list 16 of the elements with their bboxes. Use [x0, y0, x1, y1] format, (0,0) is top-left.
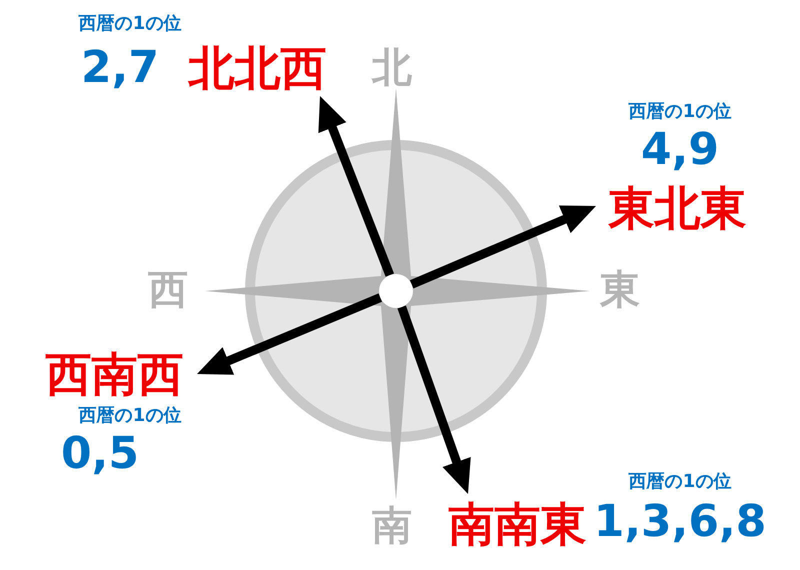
year-digits: 0,5	[60, 428, 140, 480]
direction-label: 北北西	[175, 38, 340, 98]
center-circle	[379, 274, 413, 308]
direction-label: 東北東	[595, 178, 760, 238]
year-digit-caption: 西暦の1の位	[628, 470, 732, 494]
year-digit-caption: 西暦の1の位	[78, 12, 182, 36]
compass-direction-label: 南	[372, 502, 412, 550]
direction-label: 西南西	[32, 344, 197, 404]
year-digits: 4,9	[640, 124, 720, 176]
direction-label: 南南東	[435, 494, 600, 554]
year-digits: 2,7	[80, 41, 160, 95]
year-digit-caption: 西暦の1の位	[78, 404, 182, 428]
compass-direction-label: 北	[372, 44, 412, 92]
year-digit-caption: 西暦の1の位	[628, 100, 732, 124]
compass-direction-label: 西	[148, 266, 188, 314]
compass-direction-label: 東	[600, 266, 640, 314]
